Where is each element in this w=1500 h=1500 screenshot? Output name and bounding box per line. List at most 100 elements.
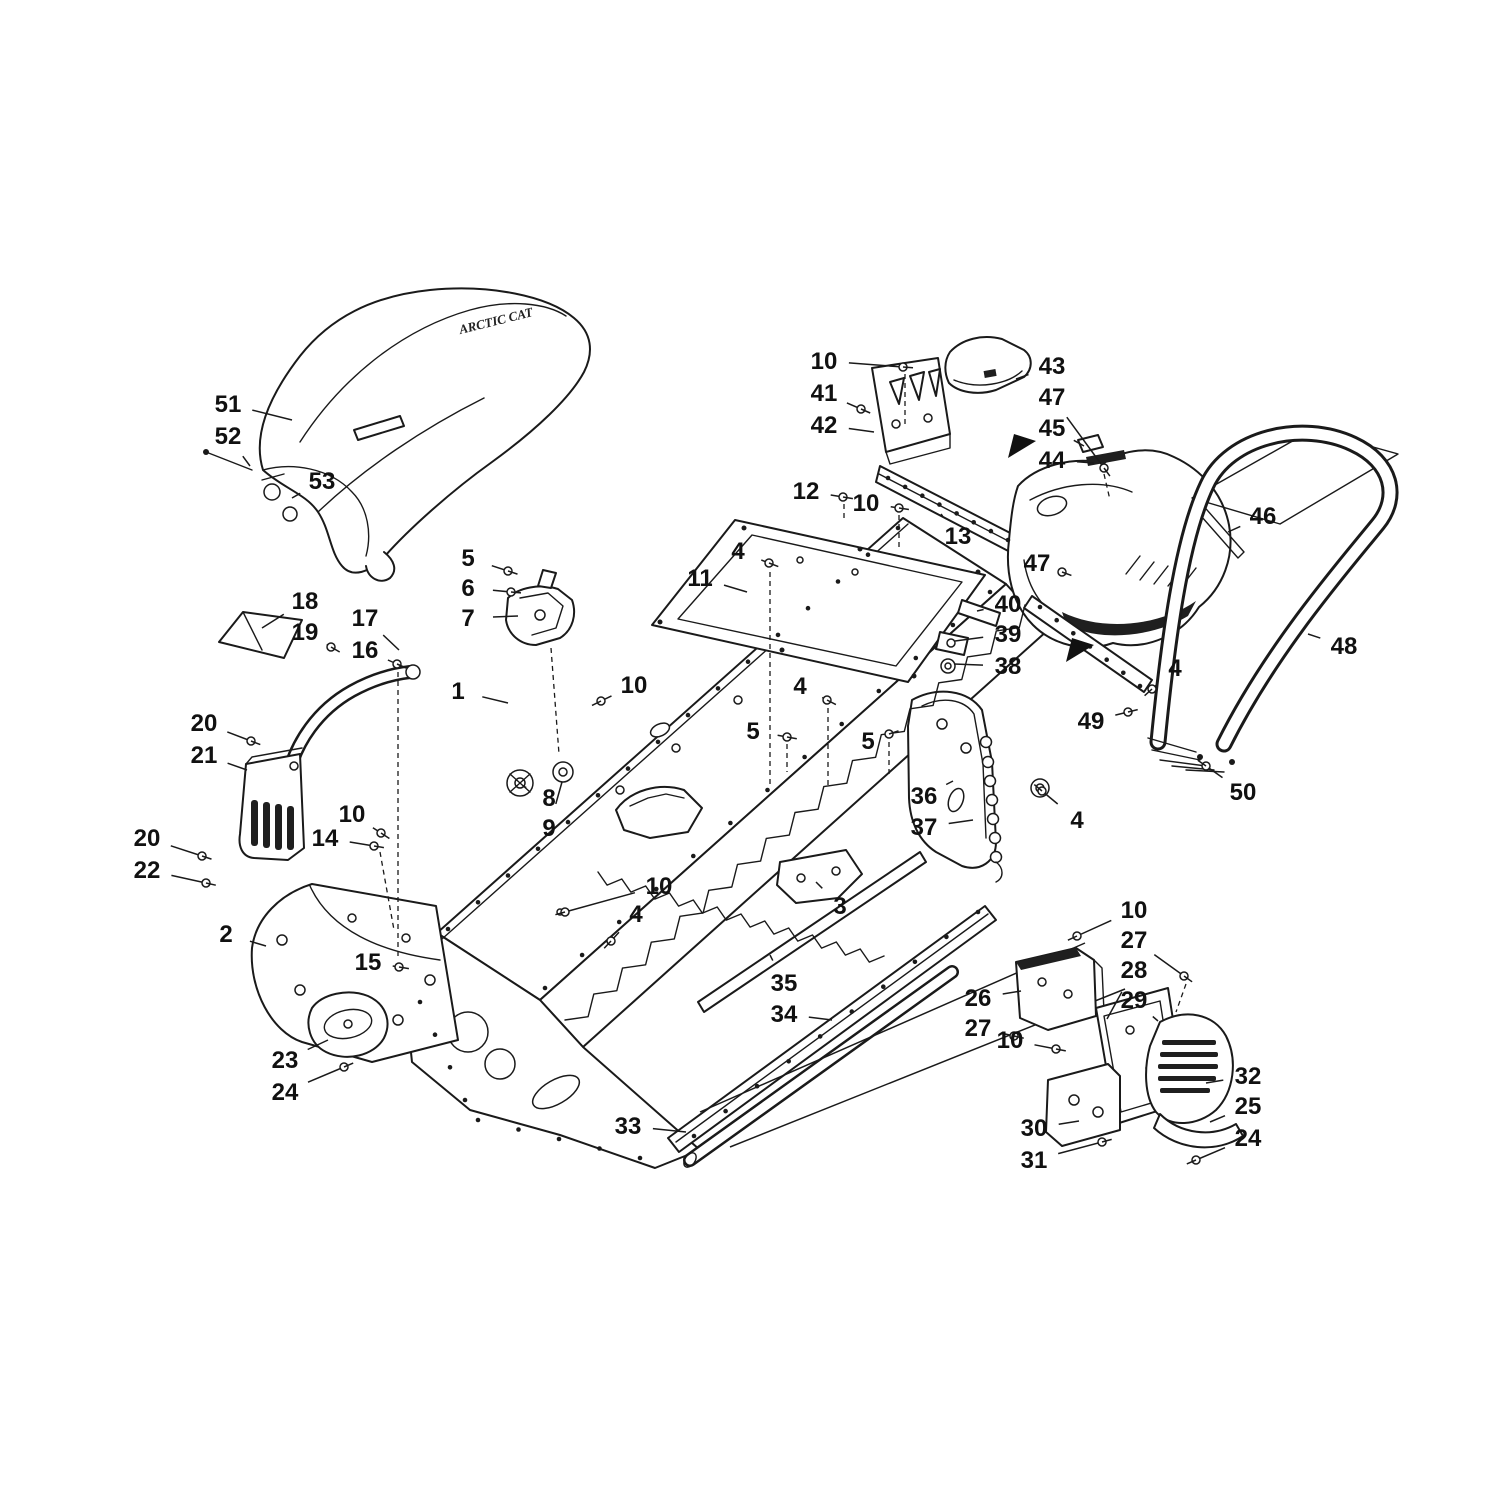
rivet-dot: [691, 1133, 697, 1139]
leader-line: [1152, 1015, 1159, 1022]
fastener-stem: [1067, 935, 1078, 941]
leader-line: [808, 1016, 833, 1021]
rivet-dot: [462, 1097, 468, 1103]
knob-8-cross: [509, 773, 531, 793]
hook-bracket-tab: [537, 569, 557, 589]
fastener-stem: [373, 845, 385, 849]
fastener-stem: [860, 408, 871, 414]
rivet-dot: [597, 1146, 602, 1151]
panel-body: [907, 690, 997, 869]
rear-fittings: [935, 599, 1001, 674]
closeoff-hole: [424, 974, 436, 986]
leader-line: [1195, 1147, 1226, 1161]
vent-slat: [1160, 1052, 1218, 1057]
callout-number: 4: [793, 673, 807, 700]
fastener-stem: [603, 940, 612, 949]
callout-number: 44: [1039, 447, 1066, 474]
callout-number: 5: [861, 728, 874, 755]
leader-line: [1307, 633, 1321, 639]
rivet-dot: [954, 511, 959, 516]
chain-link-37: [981, 755, 995, 769]
rivet-dot: [913, 655, 919, 661]
chain-link-37: [989, 850, 1003, 864]
leader-line: [382, 634, 400, 651]
panel-26-hole: [1063, 989, 1073, 999]
leader-line: [564, 891, 636, 913]
callout-number: 14: [312, 825, 339, 852]
rivet-dot: [895, 525, 901, 531]
leader-line: [1058, 1141, 1103, 1155]
rivet-dot: [447, 1065, 453, 1070]
callout-number: 40: [995, 591, 1022, 618]
seat-latch-washer: [263, 483, 281, 501]
fastener-stem: [591, 700, 602, 707]
closeoff-hole: [392, 1014, 404, 1026]
rear-bumper: [1147, 424, 1399, 773]
bracket-cutout: [928, 368, 941, 397]
callout-number: 23: [272, 1047, 299, 1074]
cover-rivet: [857, 546, 863, 552]
bracket-30-hole: [1092, 1106, 1104, 1118]
seat-latch-knob: [282, 506, 298, 522]
cover-inner-line: [677, 534, 963, 667]
seat-seam: [317, 397, 485, 513]
shell-crease: [1029, 483, 1133, 501]
callout-number: 48: [1331, 633, 1358, 660]
callout-number: 1: [451, 678, 464, 705]
tube-end-cap: [683, 1152, 697, 1168]
hinge-pin: [205, 451, 253, 471]
rivet-dot: [432, 1032, 438, 1037]
rivet-dot: [685, 712, 691, 718]
deck-hole: [615, 785, 625, 795]
bracket-hole: [923, 413, 933, 423]
trim-25: [1153, 1113, 1244, 1149]
leader-line: [848, 362, 904, 368]
rivet-dot: [1071, 631, 1076, 636]
dashed-line: [1175, 983, 1187, 1013]
rivet-dot: [881, 984, 886, 989]
direction-arrow-icon: [1008, 434, 1036, 458]
panel-hole: [936, 718, 948, 730]
bracket-cutout: [909, 371, 925, 401]
callout-number: 22: [134, 857, 161, 884]
callout-number: 10: [621, 672, 648, 699]
rivet-dot: [625, 766, 631, 771]
callout-number: 8: [542, 785, 555, 812]
taillight-bracket: [871, 357, 951, 465]
callout-number: 24: [272, 1079, 299, 1106]
callout-layer: 5152531819171656712021202214108921523241…: [134, 348, 1358, 1174]
rivet-dot: [655, 739, 661, 745]
callout-number: 17: [352, 605, 379, 632]
fastener-stem: [898, 507, 910, 511]
rivet-dot: [802, 754, 807, 760]
callout-number: 31: [1021, 1147, 1048, 1174]
pad-45: [1077, 434, 1104, 453]
vent-slat: [1158, 1064, 1218, 1069]
tube-end-eye: [405, 664, 421, 680]
deck-hole: [733, 695, 743, 705]
rivet-dot: [445, 926, 451, 932]
fastener-stem: [1183, 975, 1193, 983]
leader-line: [555, 781, 563, 805]
bracket-39-hole: [946, 638, 956, 648]
cover-rivet: [975, 569, 981, 575]
seat-rear-hook: [365, 551, 396, 582]
closeoff-body: [250, 883, 459, 1063]
vent-bracket-21: [238, 747, 305, 861]
tunnel-top-cover: [651, 519, 986, 683]
rivet-dot: [839, 721, 844, 727]
leader-line: [307, 1039, 329, 1051]
bumper-tube-inner: [1152, 427, 1396, 750]
hook-bracket-hole: [534, 609, 546, 621]
callout-number: 10: [853, 490, 880, 517]
fastener-stem: [201, 855, 212, 860]
vent-slot: [287, 806, 294, 850]
hinge-pin-head: [203, 449, 209, 455]
callout-number: 45: [1039, 415, 1066, 442]
fastener-stem: [396, 663, 407, 669]
bumper-backing-panel: [1191, 429, 1399, 525]
fastener-stem: [888, 730, 899, 735]
rivet-dot: [1121, 670, 1126, 676]
shell-opening: [1036, 495, 1068, 517]
callout-number: 4: [1070, 807, 1084, 834]
